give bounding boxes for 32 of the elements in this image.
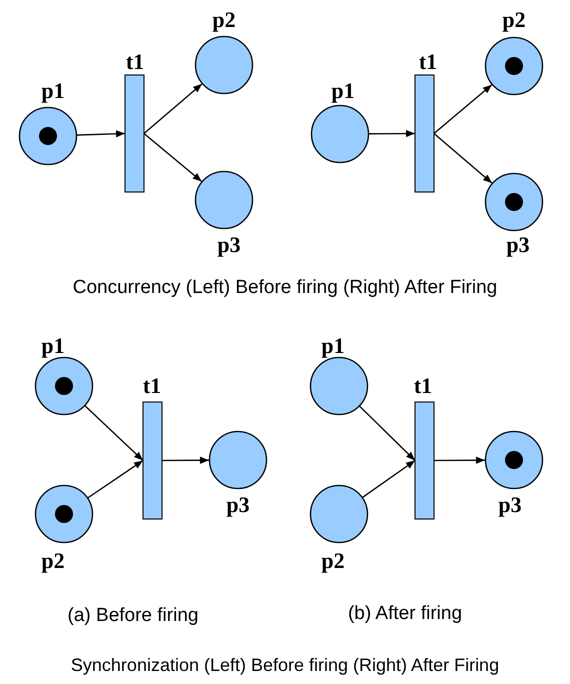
arrow <box>144 133 202 182</box>
arrow <box>434 84 492 134</box>
place-label: p2 <box>40 549 66 573</box>
arrow <box>434 456 485 464</box>
place-label: p1 <box>40 79 66 103</box>
transition-label: t1 <box>124 50 146 74</box>
place-label: p2 <box>211 8 237 32</box>
place-label: p1 <box>330 79 356 103</box>
place-label: p3 <box>216 233 242 257</box>
arrow <box>84 405 144 461</box>
place-label: p3 <box>505 233 531 257</box>
arrow <box>369 130 415 138</box>
place-label: p3 <box>225 493 251 517</box>
arrow <box>359 406 416 461</box>
arrow <box>362 460 416 498</box>
place-label: p2 <box>320 549 346 573</box>
arrow <box>76 130 126 138</box>
figure-caption: Synchronization (Left) Before firing (Right) After Firing <box>70 654 500 677</box>
arrow <box>162 456 209 464</box>
arrow <box>144 83 202 134</box>
transition-label: t1 <box>142 374 162 398</box>
subfigure-caption: (a) Before firing <box>68 604 198 628</box>
place-label: p2 <box>501 8 527 32</box>
arrow <box>88 460 144 498</box>
place-label: p1 <box>40 334 66 358</box>
place-label: p3 <box>497 493 523 517</box>
place-label: p1 <box>320 334 346 358</box>
transition-label: t1 <box>418 50 438 74</box>
transition-label: t1 <box>412 374 434 398</box>
figure-caption: Concurrency (Left) Before firing (Right) After Firing <box>72 276 498 300</box>
subfigure-caption: (b) After firing <box>348 602 462 626</box>
arrow <box>434 133 492 184</box>
